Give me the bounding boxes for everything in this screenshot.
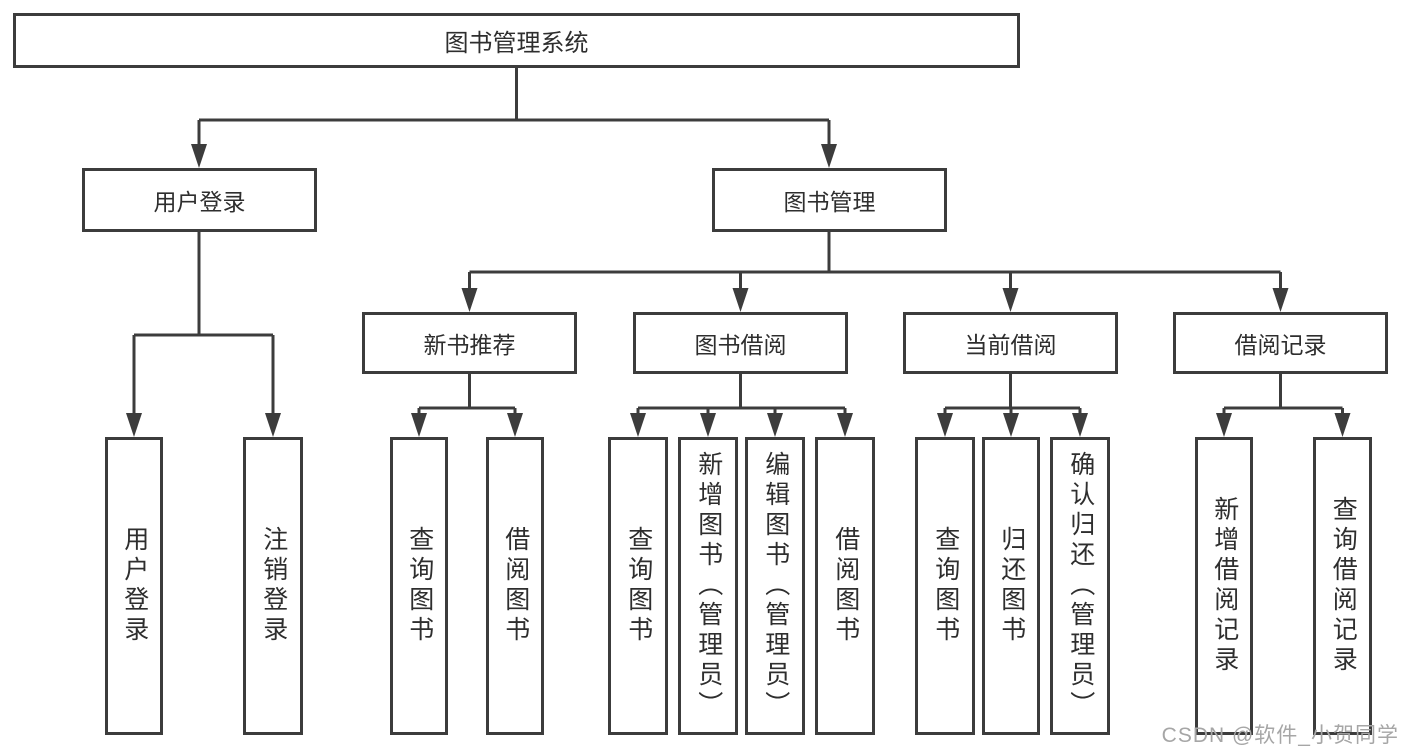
leaf-current-confirm-return-admin-label: 确认归还（管理员） <box>1066 451 1095 721</box>
leaf-current-confirm-return-admin: 确认归还（管理员） <box>1050 437 1110 735</box>
leaf-borrowing-edit-books-admin-label: 编辑图书（管理员） <box>761 451 790 721</box>
leaf-user-login-label: 用户登录 <box>120 526 149 646</box>
leaf-records-add-borrow-record: 新增借阅记录 <box>1195 437 1253 735</box>
node-current-borrowing: 当前借阅 <box>903 312 1118 374</box>
leaf-newbook-borrow-books-label: 借阅图书 <box>501 526 530 646</box>
leaf-current-query-books: 查询图书 <box>915 437 975 735</box>
leaf-logout-label: 注销登录 <box>259 526 288 646</box>
leaf-borrowing-query-books: 查询图书 <box>608 437 668 735</box>
watermark: CSDN @软件_小贺同学 <box>1161 724 1399 747</box>
leaf-logout: 注销登录 <box>243 437 303 735</box>
leaf-current-query-books-label: 查询图书 <box>931 526 960 646</box>
leaf-borrowing-add-books-admin: 新增图书（管理员） <box>678 437 738 735</box>
leaf-user-login: 用户登录 <box>105 437 163 735</box>
leaf-records-add-borrow-record-label: 新增借阅记录 <box>1210 496 1239 676</box>
leaf-borrowing-borrow-books-label: 借阅图书 <box>831 526 860 646</box>
leaf-newbook-query-books-label: 查询图书 <box>405 526 434 646</box>
leaf-newbook-query-books: 查询图书 <box>390 437 448 735</box>
node-new-book-recommend: 新书推荐 <box>362 312 577 374</box>
leaf-borrowing-add-books-admin-label: 新增图书（管理员） <box>694 451 723 721</box>
leaf-records-query-borrow-record-label: 查询借阅记录 <box>1329 496 1358 676</box>
node-book-management: 图书管理 <box>712 168 947 232</box>
leaf-newbook-borrow-books: 借阅图书 <box>486 437 544 735</box>
leaf-borrowing-query-books-label: 查询图书 <box>624 526 653 646</box>
node-user-login: 用户登录 <box>82 168 317 232</box>
node-borrowing-records: 借阅记录 <box>1173 312 1388 374</box>
leaf-borrowing-edit-books-admin: 编辑图书（管理员） <box>745 437 805 735</box>
leaf-records-query-borrow-record: 查询借阅记录 <box>1313 437 1372 735</box>
node-root-book-management-system: 图书管理系统 <box>13 13 1020 68</box>
node-book-borrowing: 图书借阅 <box>633 312 848 374</box>
leaf-current-return-books-label: 归还图书 <box>997 526 1026 646</box>
leaf-borrowing-borrow-books: 借阅图书 <box>815 437 875 735</box>
leaf-current-return-books: 归还图书 <box>982 437 1040 735</box>
